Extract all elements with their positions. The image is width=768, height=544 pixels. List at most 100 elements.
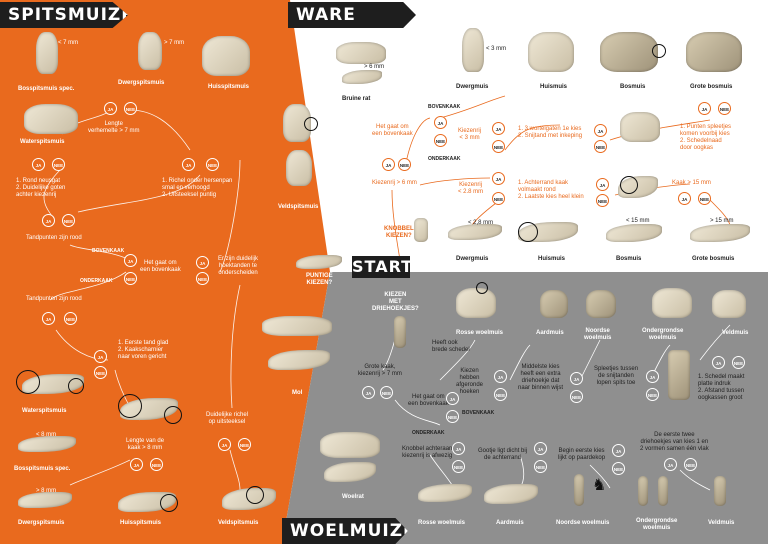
skull-veldspitsmuis-b xyxy=(286,150,312,186)
node-no: NEE xyxy=(380,386,393,399)
node-no: NEE xyxy=(646,388,659,401)
node-no: NEE xyxy=(62,214,75,227)
label-huismuis-bottom: Huismuis xyxy=(538,256,566,262)
node-no: NEE xyxy=(206,158,219,171)
label-veldmuis-bottom: Veldmuis xyxy=(708,520,735,526)
highlight-ring xyxy=(246,486,264,504)
skull-veldmuis xyxy=(712,290,746,318)
jaw-grote-bosmuis xyxy=(690,224,750,242)
node-no: NEE xyxy=(494,388,507,401)
node-no: NEE xyxy=(196,272,209,285)
jaw-pointed xyxy=(296,255,342,269)
question-row-3: Kiezenrij< 3 mm xyxy=(458,128,482,141)
highlight-ring xyxy=(160,494,178,512)
highlight-ring xyxy=(652,44,666,58)
measure-over-7: > 7 mm xyxy=(164,40,185,46)
node-yes: JA xyxy=(182,158,195,171)
skull-aardmuis xyxy=(540,290,568,318)
jaw-aardmuis xyxy=(484,484,538,504)
label-bosspitsmuis-spec-top: Bosspitsmuis spec. xyxy=(18,86,75,92)
node-yes: JA xyxy=(664,458,677,471)
node-no: NEE xyxy=(684,458,697,471)
node-yes: JA xyxy=(94,350,107,363)
node-yes: JA xyxy=(594,124,607,137)
highlight-ring xyxy=(518,222,538,242)
node-no: NEE xyxy=(594,140,607,153)
node-yes: JA xyxy=(494,370,507,383)
skull-waterspitsmuis xyxy=(24,104,78,134)
node-no: NEE xyxy=(398,158,411,171)
skull-ondergrondse-woelmuis xyxy=(652,288,692,318)
label-huisspitsmuis-top: Huisspitsmuis xyxy=(208,84,250,90)
node-no: NEE xyxy=(492,192,505,205)
start-marker: START xyxy=(352,256,414,278)
node-yes: JA xyxy=(570,372,583,385)
node-no: NEE xyxy=(64,312,77,325)
node-yes: JA xyxy=(196,256,209,269)
header-voles: WOELMUIZEN xyxy=(282,518,408,544)
measure-over-8: > 8 mm xyxy=(36,488,57,494)
tag-lower: ONDERKAAK xyxy=(412,430,445,436)
node-no: NEE xyxy=(596,194,609,207)
jaw-woelrat xyxy=(324,462,376,482)
label-bruine-rat: Bruine rat xyxy=(342,96,371,102)
tooth-ondergrondse-b xyxy=(658,476,668,506)
label-huisspitsmuis-bottom: Huisspitsmuis xyxy=(120,520,162,526)
tag-lower: ONDERKAAK xyxy=(80,278,113,284)
node-no: NEE xyxy=(534,460,547,473)
highlight-ring xyxy=(620,176,638,194)
horse-head-icon: ♞ xyxy=(592,477,607,494)
skull-flat xyxy=(668,350,690,400)
label-dwergmuis-bottom: Dwergmuis xyxy=(456,256,489,262)
header-house-mice: WARE MUIZEN xyxy=(288,2,416,28)
measure-under-7: < 7 mm xyxy=(58,40,79,46)
highlight-ring xyxy=(16,370,40,394)
node-yes: JA xyxy=(678,192,691,205)
node-yes: JA xyxy=(446,392,459,405)
label-mol: Mol xyxy=(292,390,303,396)
node-yes: JA xyxy=(104,102,117,115)
label-grote-bosmuis-top: Grote bosmuis xyxy=(690,84,733,90)
node-no: NEE xyxy=(124,272,137,285)
skull-dwergmuis xyxy=(462,28,484,72)
measure-under-3: < 3 mm xyxy=(486,46,507,52)
label-veldspitsmuis-top: Veldspitsmuis xyxy=(278,204,319,210)
node-no: NEE xyxy=(94,366,107,379)
node-yes: JA xyxy=(712,356,725,369)
node-no: NEE xyxy=(718,102,731,115)
node-no: NEE xyxy=(238,438,251,451)
skull-bruine-rat xyxy=(336,42,386,64)
header-shrews: SPITSMUIZEN xyxy=(0,2,128,28)
jaw-dwergmuis xyxy=(448,224,502,240)
label-rosse-woelmuis-top: Rosse woelmuis xyxy=(456,330,504,336)
label-rosse-woelmuis-bottom: Rosse woelmuis xyxy=(418,520,466,526)
question-red-tips-bottom: Tandpunten zijn rood xyxy=(26,296,82,302)
label-grote-bosmuis-bottom: Grote bosmuis xyxy=(692,256,735,262)
node-yes: JA xyxy=(218,438,231,451)
node-yes: JA xyxy=(612,444,625,457)
node-yes: JA xyxy=(534,442,547,455)
knobbly-tooth xyxy=(414,218,428,242)
label-aardmuis-bottom: Aardmuis xyxy=(496,520,524,526)
node-yes: JA xyxy=(492,172,505,185)
skull-bosspitsmuis xyxy=(36,32,58,74)
skull-noordse-woelmuis xyxy=(586,290,616,318)
jaw-bosmuis xyxy=(606,224,662,242)
jaw-mol xyxy=(268,350,330,370)
label-bosmuis-bottom: Bosmuis xyxy=(616,256,642,262)
